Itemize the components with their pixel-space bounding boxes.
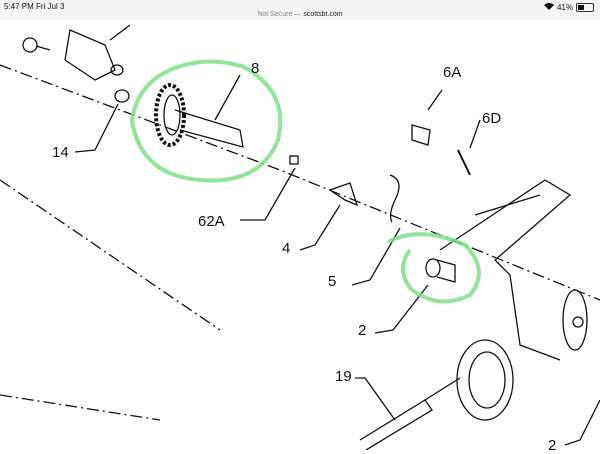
battery-icon bbox=[576, 2, 594, 12]
highlight-marks bbox=[129, 59, 481, 304]
part-label-62a: 62A bbox=[198, 213, 225, 230]
status-date: Fri Jul 3 bbox=[36, 2, 65, 11]
part-label-8: 8 bbox=[251, 60, 260, 77]
part-label-19: 19 bbox=[335, 368, 352, 385]
part-label-2: 2 bbox=[358, 322, 367, 339]
part-label-6a: 6A bbox=[443, 64, 462, 81]
part-label-14: 14 bbox=[52, 144, 69, 161]
diagram-drawing bbox=[0, 24, 600, 450]
status-time: 5:47 PM bbox=[4, 2, 34, 11]
part-label-6d: 6D bbox=[482, 110, 502, 127]
wifi-icon bbox=[543, 2, 554, 12]
url-domain: scottsbt.com bbox=[303, 11, 343, 18]
part-label-2-bottom: 2 bbox=[548, 437, 557, 454]
part-label-5: 5 bbox=[328, 273, 337, 290]
url-separator: — bbox=[294, 11, 302, 18]
status-bar: 5:47 PM Fri Jul 3 Not Secure — scottsbt.… bbox=[0, 0, 600, 20]
battery-percent: 41% bbox=[556, 2, 573, 12]
address-bar[interactable]: Not Secure — scottsbt.com bbox=[0, 11, 600, 18]
part-label-4: 4 bbox=[282, 240, 291, 257]
security-label: Not Secure bbox=[257, 11, 293, 18]
parts-diagram: 8 14 6A 6D 62A 4 5 2 19 2 bbox=[0, 20, 600, 454]
